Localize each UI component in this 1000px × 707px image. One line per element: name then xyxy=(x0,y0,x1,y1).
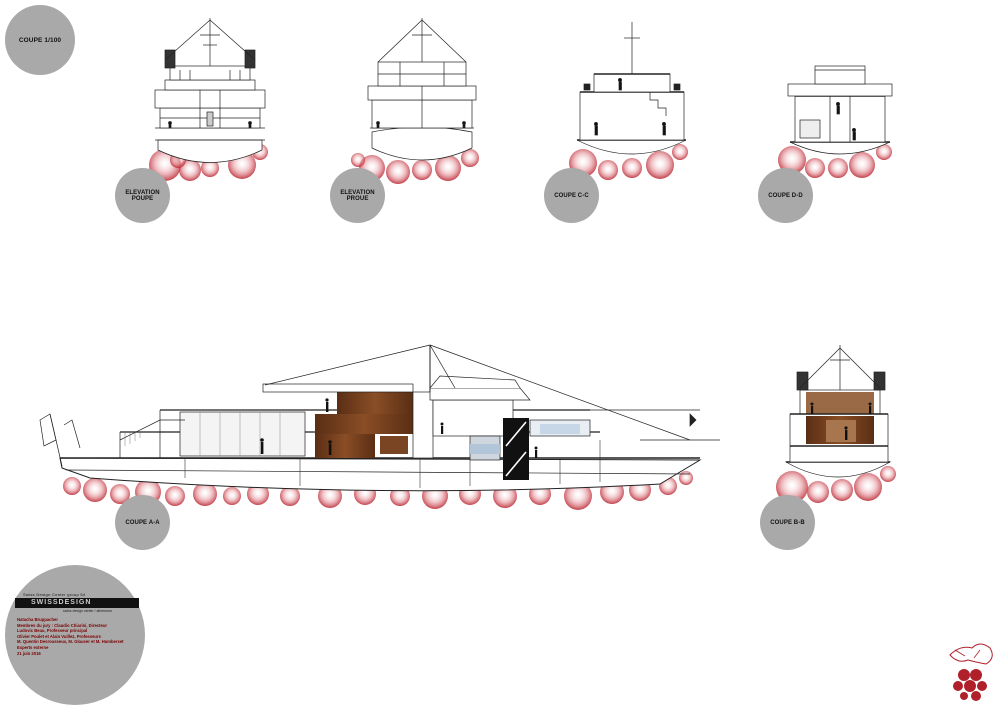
elevation-proue-drawing xyxy=(351,18,479,184)
school-logo-subtitle: swiss design center / atheneum xyxy=(63,609,113,613)
water-bubble xyxy=(165,486,185,506)
label-coupe-cc: COUPE C-C xyxy=(544,168,599,223)
vine-logo xyxy=(949,643,993,701)
coupe-aa-drawing xyxy=(39,344,720,510)
credit-line: Membres du jury : Claudio Chiarini, Dire… xyxy=(17,622,108,628)
glass-panels xyxy=(199,412,281,456)
water-bubble xyxy=(564,482,592,510)
water-bubble xyxy=(193,482,217,506)
credit-line: Experts externe xyxy=(17,644,49,650)
label-elevation-proue: ELEVATION PROUE xyxy=(330,168,385,223)
water-bubbles xyxy=(776,466,896,503)
label-coupe-bb: COUPE B-B xyxy=(760,495,815,550)
credit-line: 21 juin 2016 xyxy=(17,650,41,656)
water-bubbles xyxy=(778,144,892,178)
people-silhouettes xyxy=(260,398,538,458)
water-bubble xyxy=(223,487,241,505)
credit-line: Natacha Bruppacher xyxy=(17,617,58,622)
label-coupe-dd: COUPE D-D xyxy=(758,168,813,223)
credit-line: Olivier Poulet et Alain Vuillez, Profess… xyxy=(17,633,101,639)
water-bubble xyxy=(280,486,300,506)
water-bubbles xyxy=(351,149,479,184)
elevation-poupe-drawing xyxy=(149,18,268,181)
school-logo: SWISSDESIGN xyxy=(15,598,139,608)
coupe-cc-drawing xyxy=(569,22,688,180)
water-bubble xyxy=(63,477,81,495)
credit-line: M. Quentin Desrousseux, M. Glauser et M.… xyxy=(17,639,124,645)
credits-tagline: Swiss Design Center group 54 xyxy=(23,592,86,597)
coupe-dd-drawing xyxy=(778,65,893,178)
label-coupe-aa: COUPE A-A xyxy=(115,495,170,550)
water-bubble xyxy=(247,483,269,505)
credits-lines: Natacha Bruppacher Membres du jury : Cla… xyxy=(17,617,124,656)
water-bubble xyxy=(83,478,107,502)
scale-title: COUPE 1/100 xyxy=(5,5,75,75)
water-bubble xyxy=(679,471,693,485)
label-elevation-poupe: ELEVATION POUPE xyxy=(115,168,170,223)
coupe-bb-drawing xyxy=(776,345,896,503)
credit-line: Ludovic Beau, Professeur principal xyxy=(17,628,88,634)
credits-badge: Swiss Design Center group 54 SWISSDESIGN… xyxy=(5,565,145,705)
water-bubble xyxy=(110,484,130,504)
school-logo-text: SWISSDESIGN xyxy=(31,599,92,606)
